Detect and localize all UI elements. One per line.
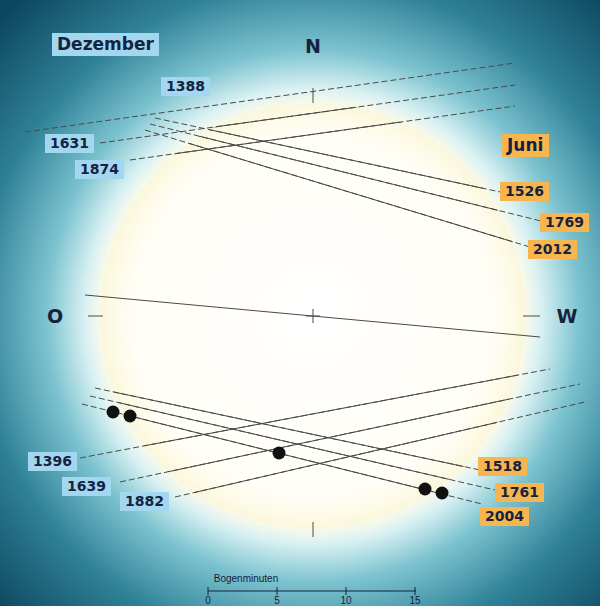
scale-title: Bogenminuten xyxy=(214,573,279,584)
node-text: 1761 xyxy=(500,484,539,501)
year-box: 1874 xyxy=(75,160,124,179)
year-box: 1388 xyxy=(161,77,210,96)
node-text: 1388 xyxy=(166,78,205,95)
node-text: 1639 xyxy=(67,478,106,495)
year-box: 1631 xyxy=(45,134,94,153)
scale-number: 0 xyxy=(205,595,211,606)
node-text: 1631 xyxy=(50,135,89,152)
year-box: 1518 xyxy=(478,457,527,476)
node-text: 1769 xyxy=(545,214,584,231)
node-text: 1874 xyxy=(80,161,119,178)
scale-number: 10 xyxy=(340,595,351,606)
compass-east: O xyxy=(47,305,63,327)
year-box: 1639 xyxy=(62,477,111,496)
node-text: 1396 xyxy=(33,453,72,470)
node-text: 2012 xyxy=(533,241,572,258)
year-box: 2004 xyxy=(480,507,529,526)
node-text: 1526 xyxy=(505,183,544,200)
year-box: 1769 xyxy=(540,213,589,232)
scale-number: 15 xyxy=(409,595,420,606)
year-box: 1761 xyxy=(495,483,544,502)
year-box: 1882 xyxy=(120,492,169,511)
node-text: 2004 xyxy=(485,508,524,525)
year-box: 2012 xyxy=(528,240,577,259)
year-box: 1526 xyxy=(500,182,549,201)
node-text: Dezember xyxy=(57,34,154,54)
year-box: 1396 xyxy=(28,452,77,471)
compass-west: W xyxy=(557,305,578,327)
node-text: Juni xyxy=(507,135,544,155)
compass-north: N xyxy=(305,35,321,57)
scale-number: 5 xyxy=(274,595,280,606)
month-label: Juni xyxy=(502,134,549,157)
node-text: 1518 xyxy=(483,458,522,475)
node-text: 1882 xyxy=(125,493,164,510)
scale-bar xyxy=(208,587,416,595)
month-label: Dezember xyxy=(52,33,159,56)
